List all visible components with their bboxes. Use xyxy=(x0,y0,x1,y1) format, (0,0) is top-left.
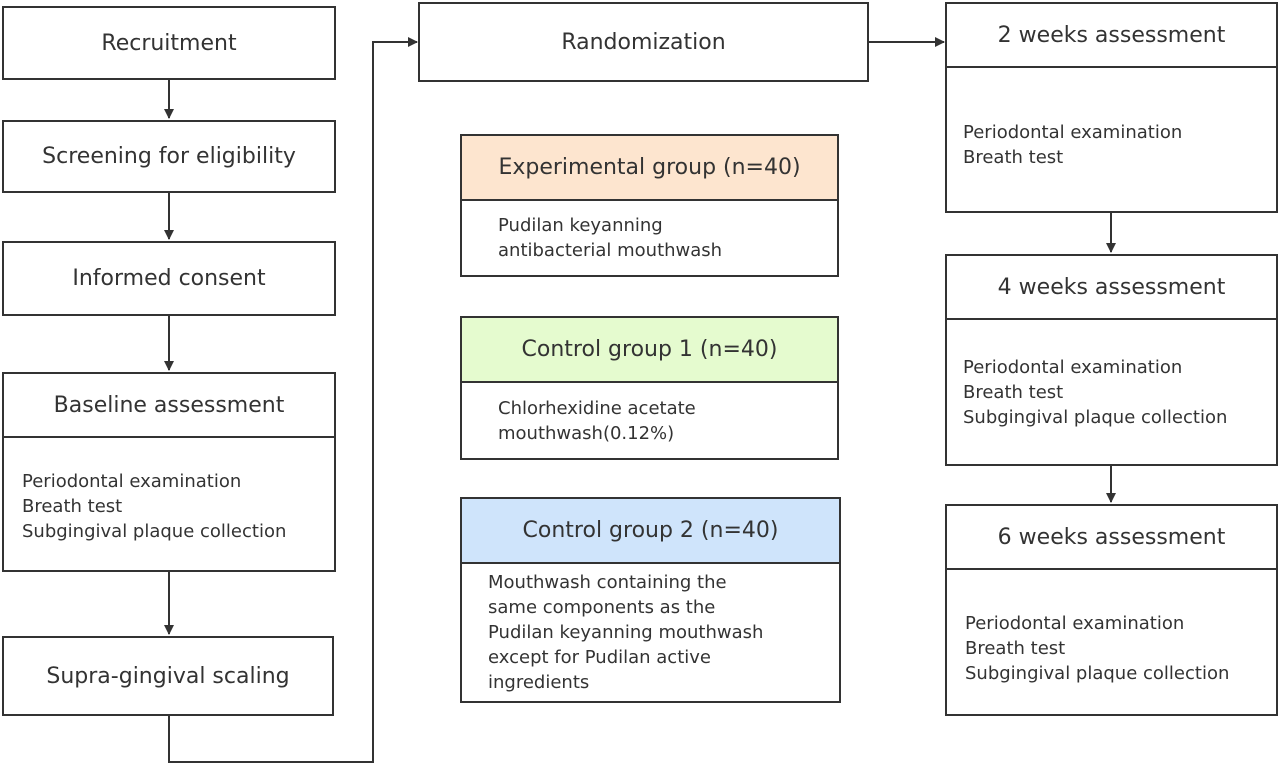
randomization-label: Randomization xyxy=(561,29,726,55)
experimental-group-header: Experimental group (n=40) xyxy=(462,136,837,201)
randomization-box: Randomization xyxy=(418,2,869,82)
control-group-2-box: Control group 2 (n=40) Mouthwash contain… xyxy=(460,497,841,703)
consent-box: Informed consent xyxy=(2,241,336,316)
6-weeks-assessment-box: 6 weeks assessment Periodontal examinati… xyxy=(945,504,1278,716)
control-group-1-title: Control group 1 (n=40) xyxy=(521,337,778,362)
baseline-assessment-title: Baseline assessment xyxy=(4,374,334,438)
experimental-group-title: Experimental group (n=40) xyxy=(498,155,801,180)
screening-box: Screening for eligibility xyxy=(2,120,336,193)
assessment-item: Breath test xyxy=(963,147,1064,168)
experimental-group-description: Pudilan keyanning antibacterial mouthwas… xyxy=(462,201,837,275)
baseline-title-text: Baseline assessment xyxy=(53,392,285,418)
group-line: ingredients xyxy=(488,672,590,693)
assessment-title-text: 6 weeks assessment xyxy=(997,524,1226,550)
baseline-assessment-items: Periodontal examination Breath test Subg… xyxy=(4,438,334,570)
control-group-2-title: Control group 2 (n=40) xyxy=(522,518,779,543)
assessment-item: Periodontal examination xyxy=(965,612,1185,634)
recruitment-label: Recruitment xyxy=(101,30,237,56)
arrow-scaling-to-randomization xyxy=(168,37,418,763)
assessment-item: Breath test xyxy=(963,381,1064,403)
group-line: except for Pudilan active xyxy=(488,647,711,668)
2-weeks-assessment-title: 2 weeks assessment xyxy=(947,4,1276,68)
assessment-item: Periodontal examination xyxy=(963,356,1183,378)
4-weeks-assessment-items: Periodontal examination Breath test Subg… xyxy=(947,320,1276,464)
control-group-1-description: Chlorhexidine acetate mouthwash(0.12%) xyxy=(462,383,837,458)
control-group-2-description: Mouthwash containing the same components… xyxy=(462,564,839,701)
experimental-group-box: Experimental group (n=40) Pudilan keyann… xyxy=(460,134,839,277)
4-weeks-assessment-box: 4 weeks assessment Periodontal examinati… xyxy=(945,254,1278,466)
scaling-box: Supra-gingival scaling xyxy=(2,636,334,716)
assessment-item: Periodontal examination xyxy=(963,122,1183,143)
control-group-1-header: Control group 1 (n=40) xyxy=(462,318,837,383)
baseline-item: Periodontal examination xyxy=(22,470,242,492)
group-line: mouthwash(0.12%) xyxy=(498,422,675,444)
control-group-1-box: Control group 1 (n=40) Chlorhexidine ace… xyxy=(460,316,839,460)
group-line: Pudilan keyanning mouthwash xyxy=(488,622,764,643)
group-line: Mouthwash containing the xyxy=(488,572,727,593)
6-weeks-assessment-title: 6 weeks assessment xyxy=(947,506,1276,570)
control-group-2-header: Control group 2 (n=40) xyxy=(462,499,839,564)
baseline-assessment-box: Baseline assessment Periodontal examinat… xyxy=(2,372,336,572)
6-weeks-assessment-items: Periodontal examination Breath test Subg… xyxy=(947,570,1276,714)
group-line: same components as the xyxy=(488,597,716,618)
assessment-item: Subgingival plaque collection xyxy=(965,662,1230,684)
consent-label: Informed consent xyxy=(72,266,266,291)
scaling-label: Supra-gingival scaling xyxy=(46,663,290,689)
assessment-title-text: 4 weeks assessment xyxy=(997,274,1226,300)
group-line: antibacterial mouthwash xyxy=(498,240,723,261)
group-line: Pudilan keyanning xyxy=(498,215,663,236)
group-line: Chlorhexidine acetate xyxy=(498,397,696,419)
baseline-item: Breath test xyxy=(22,495,123,517)
recruitment-box: Recruitment xyxy=(2,6,336,80)
assessment-title-text: 2 weeks assessment xyxy=(997,22,1226,48)
screening-label: Screening for eligibility xyxy=(42,144,296,169)
assessment-item: Breath test xyxy=(965,637,1066,659)
baseline-item: Subgingival plaque collection xyxy=(22,520,287,542)
2-weeks-assessment-box: 2 weeks assessment Periodontal examinati… xyxy=(945,2,1278,213)
assessment-item: Subgingival plaque collection xyxy=(963,406,1228,428)
4-weeks-assessment-title: 4 weeks assessment xyxy=(947,256,1276,320)
2-weeks-assessment-items: Periodontal examination Breath test xyxy=(947,68,1276,211)
